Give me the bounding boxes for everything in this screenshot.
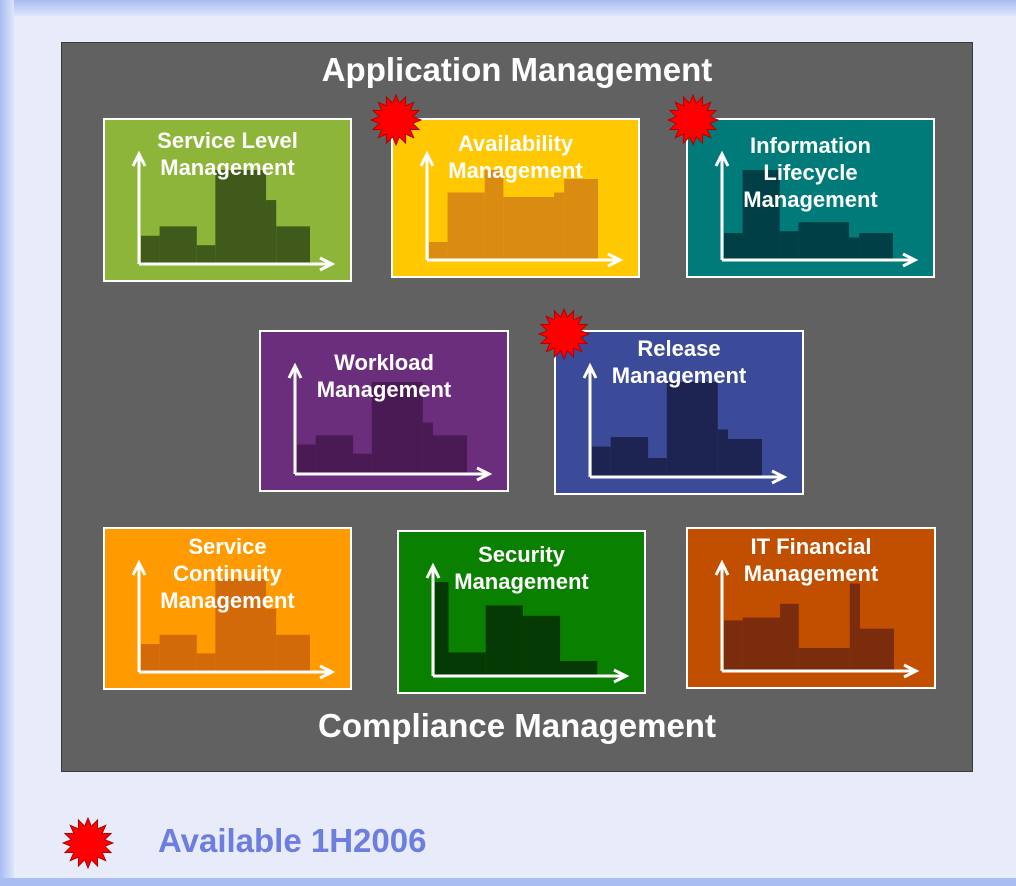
legend-star-icon [62,817,114,869]
chart-axes [287,362,493,482]
chart-bar [215,579,267,672]
availability-management-chart [419,150,624,268]
service-continuity-management-card: Service Continuity Management [103,527,352,690]
security-management-title: Security Management [454,542,589,594]
chart-bar [196,653,216,672]
chart-bar [724,620,743,671]
chart-bar [422,422,433,474]
service-level-management-chart [131,150,336,272]
information-lifecycle-star-icon [667,94,719,146]
chart-bar [779,231,799,260]
chart-bar [860,628,894,671]
chart-bar [798,648,850,671]
application-management-panel: Application Management Compliance Manage… [61,42,973,772]
slide-top-border [0,0,1016,16]
chart-bar [798,222,850,260]
it-financial-management-title: IT Financial Management [743,534,879,586]
service-level-management-card: Service Level Management [103,118,352,282]
chart-bar [522,615,561,676]
service-continuity-management-title: Service Continuity Management [160,534,295,613]
chart-bar [276,226,310,264]
chart-bar [717,429,728,477]
chart-bar [560,660,598,676]
chart-bar [141,235,160,264]
security-management-chart [425,562,630,684]
it-financial-management-chart [714,559,920,679]
release-management-title: Release Management [611,336,747,388]
service-continuity-management-chart [131,559,336,680]
chart-bar [371,382,423,474]
chart-bar [780,603,799,671]
information-lifecycle-management-card: Information Lifecycle Management [686,118,935,278]
chart-bar [485,605,523,676]
slide-bottom-border [0,878,1016,886]
chart-axes [714,559,920,679]
chart-bar [728,439,762,477]
chart-bar [276,634,310,672]
chart-bar [159,226,197,264]
chart-bar [297,444,316,474]
release-management-card: Release Management [554,330,804,495]
availability-management-card: Availability Management [391,118,640,278]
security-management-card: Security Management [397,530,646,694]
chart-bar [554,192,565,260]
availability-management-title: Availability Management [448,131,583,183]
application-management-title: Application Management [321,51,713,88]
chart-bar [564,179,598,260]
chart-bar [648,458,667,477]
chart-bar [849,583,860,671]
chart-bar [447,192,485,260]
chart-bar [742,170,780,260]
chart-bar [353,453,372,474]
slide-left-border [0,0,14,886]
workload-management-chart [287,362,493,482]
release-management-chart [582,362,788,485]
chart-axes [582,362,788,485]
chart-bar [503,197,555,260]
chart-axes [131,559,336,680]
service-level-management-title: Service Level Management [157,128,298,180]
workload-management-card: Workload Management [259,330,509,492]
chart-bar [849,237,860,260]
chart-bar [448,652,486,676]
chart-bar [196,245,216,264]
chart-bar [742,617,781,671]
chart-bar [859,233,893,260]
chart-bar [315,435,354,474]
chart-bar [266,608,277,672]
legend-available-label: Available 1H2006 [158,822,427,859]
chart-bar [610,437,649,477]
compliance-management-title: Compliance Management [318,707,716,744]
chart-bar [429,242,448,260]
chart-bar [435,582,449,676]
chart-bar [724,233,743,260]
release-star-icon [538,308,590,360]
chart-axes [131,150,336,272]
chart-bar [141,644,160,672]
chart-bar [215,170,267,264]
chart-bar [266,200,277,264]
information-lifecycle-management-title: Information Lifecycle Management [743,133,878,212]
chart-bar [484,170,504,260]
chart-axes [714,150,919,268]
chart-bar [159,634,197,672]
chart-axes [419,150,624,268]
availability-star-icon [370,94,422,146]
workload-management-title: Workload Management [316,350,452,402]
chart-axes [425,562,630,684]
chart-bar [433,435,467,474]
information-lifecycle-management-chart [714,150,919,268]
chart-bar [592,446,611,477]
it-financial-management-card: IT Financial Management [686,527,936,689]
chart-bar [666,382,718,477]
